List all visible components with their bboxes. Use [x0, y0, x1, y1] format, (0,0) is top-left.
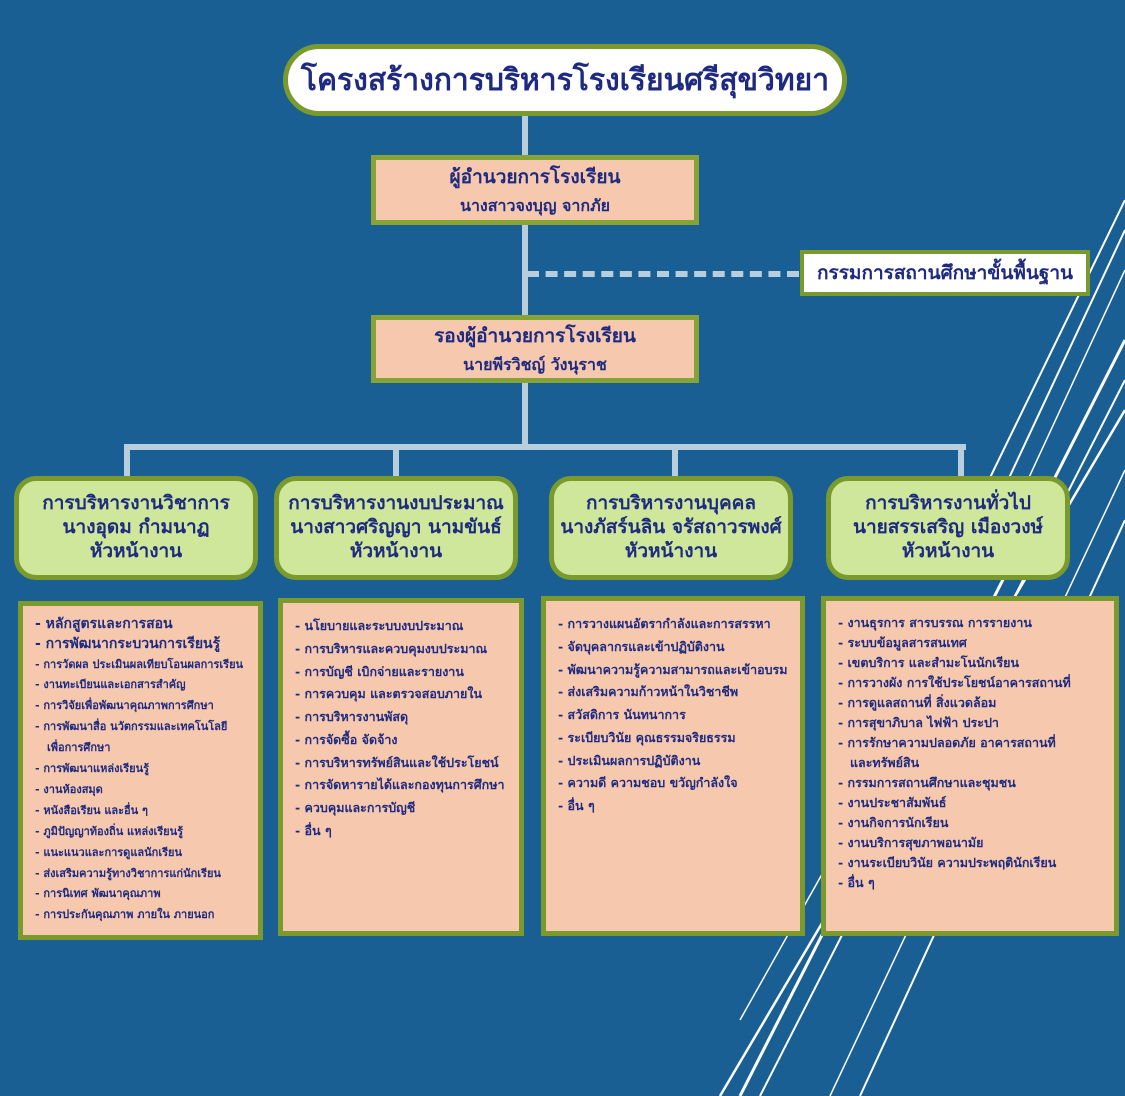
task-list-personnel: - การวางแผนอัตรากำลังและการสรรหา - จัดบุ… — [541, 596, 805, 936]
director-name: นางสาวจงบุญ จากภัย — [460, 195, 610, 215]
list-item: - การพัฒนาแหล่งเรียนรู้ — [35, 762, 150, 776]
list-item: - นโยบายและระบบงบประมาณ — [295, 618, 464, 633]
connector-director-deputy — [522, 224, 528, 316]
list-item: - การบัญชี เบิกจ่ายและรายงาน — [295, 663, 464, 679]
list-item: - การวิจัยเพื่อพัฒนาคุณภาพการศึกษา — [35, 699, 214, 713]
dept-head-title: หัวหน้างาน — [89, 539, 183, 562]
chart-title: โครงสร้างการบริหารโรงเรียนศรีสุขวิทยา — [283, 44, 847, 116]
list-item: - แนะแนวและการดูแลนักเรียน — [35, 845, 182, 859]
list-item: - ระบบข้อมูลสารสนเทศ — [838, 635, 967, 650]
dept-head: นางภัสร์นลิน จรัสถาวรพงศ์ — [560, 516, 782, 539]
list-item: - ความดี ความชอบ ขวัญกำลังใจ — [558, 775, 738, 791]
committee-label: กรรมการสถานศึกษาขั้นพื้นฐาน — [817, 262, 1073, 284]
list-item: - งานบริการสุขภาพอนามัย — [838, 835, 984, 850]
dept-header-general: การบริหารงานทั่วไป นายสรรเสริญ เมืองวงษ์… — [826, 476, 1070, 580]
list-item: - การรักษาความปลอดภัย อาคารสถานที่ — [838, 735, 1056, 750]
committee-box: กรรมการสถานศึกษาขั้นพื้นฐาน — [800, 250, 1090, 296]
list-item: - ส่งเสริมความรู้ทางวิชาการแก่นักเรียน — [35, 866, 221, 880]
connector-title-director — [522, 110, 528, 158]
task-list-budget: - นโยบายและระบบงบประมาณ - การบริหารและคว… — [278, 598, 524, 936]
list-item: - หลักสูตรและการสอน — [35, 616, 173, 632]
task-list-academic: - หลักสูตรและการสอน - การพัฒนากระบวนการเ… — [18, 601, 263, 940]
list-item: - สวัสดิการ นันทนาการ — [558, 707, 686, 722]
connector-dept-3 — [672, 444, 678, 478]
list-item: - การสุขาภิบาล ไฟฟ้า ประปา — [838, 715, 999, 730]
list-item: - การพัฒนากระบวนการเรียนรู้ — [35, 636, 221, 653]
task-list-general: - งานธุรการ สารบรรณ การรายงาน - ระบบข้อม… — [821, 596, 1119, 936]
list-item: - งานห้องสมุด — [35, 782, 103, 796]
list-item: - การประกันคุณภาพ ภายใน ภายนอก — [35, 908, 215, 922]
list-item: - การบริหารและควบคุมงบประมาณ — [295, 640, 488, 656]
dept-name: การบริหารงานงบประมาณ — [288, 492, 504, 515]
list-item: - การดูแลสถานที่ สิ่งแวดล้อม — [838, 695, 997, 710]
chart-title-text: โครงสร้างการบริหารโรงเรียนศรีสุขวิทยา — [300, 62, 830, 98]
dept-head-title: หัวหน้างาน — [349, 539, 443, 562]
list-item: - หนังสือเรียน และอื่น ๆ — [35, 803, 148, 817]
list-item: - การควบคุม และตรวจสอบภายใน — [295, 686, 483, 702]
director-box: ผู้อำนวยการโรงเรียน นางสาวจงบุญ จากภัย — [371, 155, 699, 225]
list-item: - การบริหารทรัพย์สินและใช้ประโยชน์ — [295, 754, 499, 770]
list-item: - ควบคุมและการบัญชี — [295, 800, 416, 815]
list-item: - การนิเทศ พัฒนาคุณภาพ — [35, 887, 161, 901]
list-item: - การพัฒนาสื่อ นวัตกรรมและเทคโนโลยี — [35, 720, 228, 734]
list-item: - การวางผัง การใช้ประโยชน์อาคารสถานที่ — [838, 675, 1071, 690]
dept-header-budget: การบริหารงานงบประมาณ นางสาวศริญญา นามขัน… — [274, 476, 518, 580]
list-item: - งานทะเบียนและเอกสารสำคัญ — [35, 678, 186, 692]
connector-deputy-bus — [522, 382, 528, 448]
deputy-role: รองผู้อำนวยการโรงเรียน — [434, 324, 636, 347]
list-item: - งานกิจการนักเรียน — [838, 815, 949, 830]
list-item: - อื่น ๆ — [838, 875, 875, 890]
dept-name: การบริหารงานทั่วไป — [865, 492, 1031, 515]
list-item: - งานธุรการ สารบรรณ การรายงาน — [838, 615, 1032, 630]
list-item: - ประเมินผลการปฏิบัติงาน — [558, 752, 701, 768]
dept-name: การบริหารงานบุคคล — [585, 492, 757, 515]
dept-head-title: หัวหน้างาน — [624, 539, 718, 562]
list-item: - ระเบียบวินัย คุณธรรมจริยธรรม — [558, 729, 736, 745]
deputy-box: รองผู้อำนวยการโรงเรียน นายพีรวิชญ์ วังนุ… — [371, 315, 699, 383]
dept-head: นางสาวศริญญา นามขันธ์ — [290, 516, 502, 539]
list-item: - การวัดผล ประเมินผลเทียบโอนผลการเรียน — [35, 657, 244, 671]
list-item: - การจัดหารายได้และกองทุนการศึกษา — [295, 777, 505, 793]
connector-dept-1 — [124, 444, 130, 478]
list-item: - กรรมการสถานศึกษาและชุมชน — [838, 775, 1016, 790]
list-item: และทรัพย์สิน — [850, 755, 920, 770]
list-item: - งานประชาสัมพันธ์ — [838, 795, 947, 810]
connector-dept-2 — [393, 444, 399, 478]
list-item: - การวางแผนอัตรากำลังและการสรรหา — [558, 616, 771, 631]
list-item: - การบริหารงานพัสดุ — [295, 709, 409, 724]
director-role: ผู้อำนวยการโรงเรียน — [449, 165, 621, 188]
list-item: - อื่น ๆ — [558, 798, 595, 813]
dept-header-personnel: การบริหารงานบุคคล นางภัสร์นลิน จรัสถาวรพ… — [549, 476, 793, 580]
list-item: - ภูมิปัญญาท้องถิ่น แหล่งเรียนรู้ — [35, 824, 184, 838]
list-item: เพื่อการศึกษา — [47, 741, 111, 755]
list-item: - งานระเบียบวินัย ความประพฤตินักเรียน — [838, 855, 1057, 870]
list-item: - จัดบุคลากรและเข้าปฏิบัติงาน — [558, 638, 725, 654]
connector-horizontal-bus — [124, 444, 966, 450]
list-item: - ส่งเสริมความก้าวหน้าในวิชาชีพ — [558, 684, 739, 700]
connector-committee-dashed — [527, 271, 799, 277]
list-item: - การจัดซื้อ จัดจ้าง — [295, 731, 398, 747]
deputy-name: นายพีรวิชญ์ วังนุราช — [463, 354, 607, 374]
list-item: - พัฒนาความรู้ความสามารถและเข้าอบรม — [558, 661, 788, 677]
connector-dept-4 — [958, 444, 964, 478]
dept-head: นายสรรเสริญ เมืองวงษ์ — [852, 516, 1044, 539]
dept-head: นางอุดม กำมนาฏ — [62, 516, 210, 539]
dept-head-title: หัวหน้างาน — [901, 539, 995, 562]
list-item: - อื่น ๆ — [295, 822, 332, 838]
dept-header-academic: การบริหารงานวิชาการ นางอุดม กำมนาฏ หัวหน… — [14, 476, 258, 580]
dept-name: การบริหารงานวิชาการ — [42, 492, 230, 515]
list-item: - เขตบริการ และสำมะโนนักเรียน — [838, 655, 1020, 670]
